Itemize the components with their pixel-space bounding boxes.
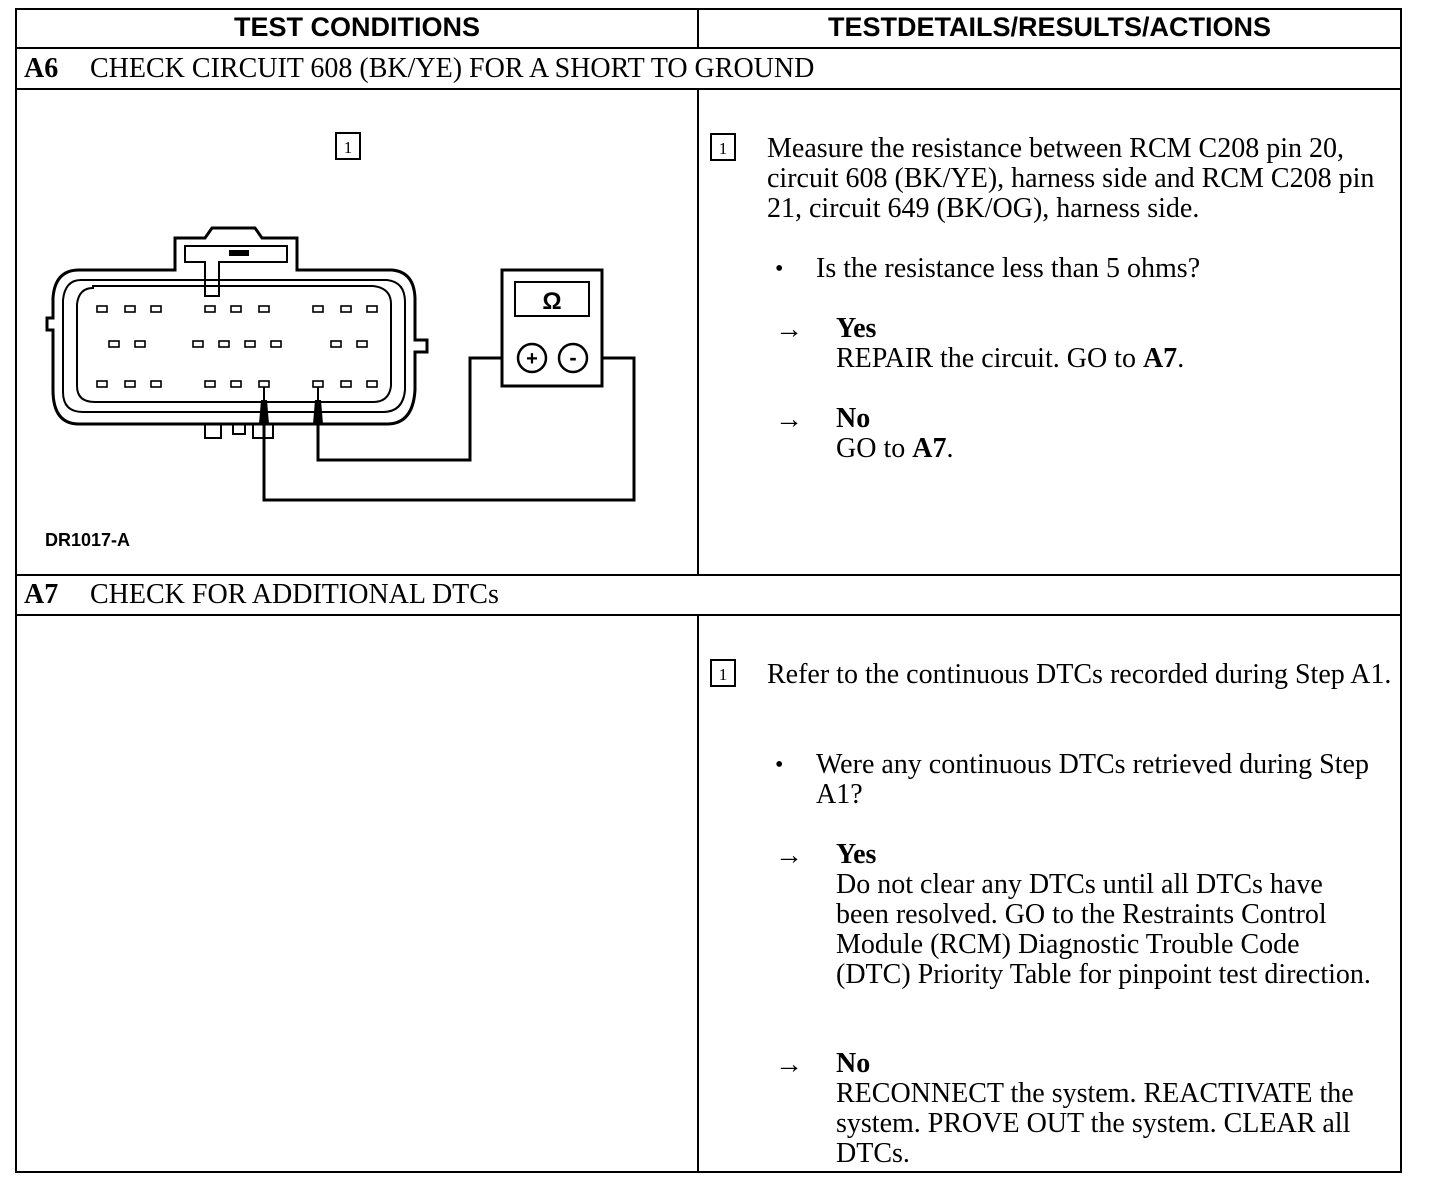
connector-tab [232,423,246,435]
latch-bar [229,250,249,256]
pin-row-bottom [96,380,378,388]
rule-right [1400,8,1402,1173]
a7-code: A7 [24,579,59,610]
a7-bullet: • [775,752,784,778]
a7-question: Were any continuous DTCs retrieved durin… [816,749,1369,810]
connector-shell [45,226,429,426]
a6-title: CHECK CIRCUIT 608 (BK/YE) FOR A SHORT TO… [90,53,815,84]
pin-row-top [96,305,378,313]
header-test-details: TESTDETAILS/RESULTS/ACTIONS [827,12,1271,42]
a7-no-action: RECONNECT the system. REACTIVATE the sys… [836,1078,1354,1169]
ohm-symbol: Ω [542,288,561,315]
ohmmeter-display [514,281,590,317]
a6-yes-arrow: → [775,314,803,345]
a6-code: A6 [24,53,59,84]
a7-section-title: A7 CHECK FOR ADDITIONAL DTCs [24,576,499,614]
a6-question: Is the resistance less than 5 ohms? [816,253,1201,284]
a7-step-text: Refer to the continuous DTCs recorded du… [767,659,1392,690]
a7-step-number: 1 [710,659,736,687]
a6-no-label: No [836,403,871,434]
a7-title: CHECK FOR ADDITIONAL DTCs [90,579,499,610]
a7-no-arrow: → [775,1049,803,1080]
a6-step-text: Measure the resistance between RCM C208 … [767,133,1375,224]
rule-a7-title-bottom [15,614,1402,616]
connector-latch [184,245,288,297]
lead-positive [316,356,502,462]
rule-a6-bottom [15,574,1402,576]
a7-yes-arrow: → [775,840,803,871]
lead-negative [262,356,636,502]
a6-bullet: • [775,256,784,282]
connector-ohmmeter-diagram: Ω + - [45,226,636,502]
minus-terminal [557,342,589,374]
rule-header-bottom [15,47,1402,49]
a7-yes-action: Do not clear any DTCs until all DTCs hav… [836,869,1371,990]
rule-a6-title-bottom [15,88,1402,90]
rule-left [15,8,17,1173]
rule-a6-divider [697,88,699,576]
rule-bottom [15,1171,1402,1173]
rule-header-divider [697,8,699,49]
a7-no-label: No [836,1048,871,1079]
a6-yes-label: Yes [836,313,877,344]
pin-row-middle [108,340,368,348]
plus-terminal [516,342,548,374]
a6-no-action: GO to A7. [836,433,954,464]
plus-label: + [526,348,538,370]
a6-yes-action: REPAIR the circuit. GO to A7. [836,343,1185,374]
header-test-conditions: TEST CONDITIONS [233,12,480,42]
a6-no-arrow: → [775,404,803,435]
a6-diagram-area: 1 [17,90,697,574]
connector-cavity [76,285,392,403]
probe-pin-21 [313,400,323,424]
a6-section-title: A6 CHECK CIRCUIT 608 (BK/YE) FOR A SHORT … [24,50,814,88]
probe-pin-20 [259,400,269,424]
rule-top [15,8,1402,10]
connector-tab [204,423,222,439]
a6-step-number: 1 [710,133,736,161]
a7-yes-label: Yes [836,839,877,870]
connector-inner-rim [62,279,406,413]
figure-id: DR1017-A [45,530,131,550]
minus-label: - [569,345,576,370]
diagram-step-marker: 1 [335,132,361,160]
rule-a7-divider [697,614,699,1173]
